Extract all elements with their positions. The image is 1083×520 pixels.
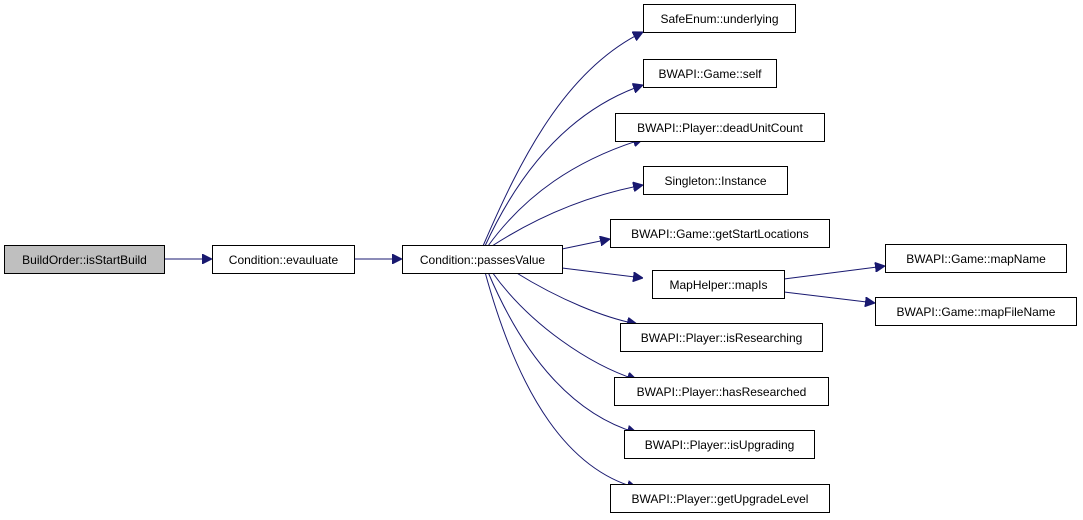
node-bwapi-player-deadunitcount[interactable]: BWAPI::Player::deadUnitCount [615, 113, 825, 142]
node-bwapi-game-mapfilename[interactable]: BWAPI::Game::mapFileName [875, 297, 1077, 326]
node-condition-passesvalue[interactable]: Condition::passesValue [402, 245, 563, 274]
edge-mapis-to-mapfile [783, 291, 875, 303]
edge-passes-to-mapis [561, 267, 643, 278]
node-label: BWAPI::Player::isUpgrading [644, 437, 795, 452]
node-label: BWAPI::Player::hasResearched [636, 384, 807, 399]
node-label: BWAPI::Player::deadUnitCount [637, 120, 803, 135]
edge-passes-to-isres [514, 271, 637, 324]
node-label: BuildOrder::isStartBuild [22, 252, 147, 267]
node-label: BWAPI::Game::mapFileName [896, 304, 1056, 319]
node-label: BWAPI::Game::getStartLocations [631, 226, 809, 241]
edge-passes-to-getupg [484, 271, 637, 488]
node-label: BWAPI::Game::mapName [906, 251, 1046, 266]
node-condition-evauluate[interactable]: Condition::evauluate [212, 245, 355, 274]
edge-passes-to-instance [491, 185, 643, 247]
node-bwapi-player-getupgradelevel[interactable]: BWAPI::Player::getUpgradeLevel [610, 484, 830, 513]
node-singleton-instance[interactable]: Singleton::Instance [643, 166, 788, 195]
node-label: Condition::evauluate [228, 252, 339, 267]
node-bwapi-game-self[interactable]: BWAPI::Game::self [643, 59, 777, 88]
node-bwapi-player-hasresearched[interactable]: BWAPI::Player::hasResearched [614, 377, 829, 406]
node-bwapi-player-isresearching[interactable]: BWAPI::Player::isResearching [620, 323, 823, 352]
node-label: SafeEnum::underlying [660, 11, 779, 26]
node-label: BWAPI::Player::getUpgradeLevel [631, 491, 809, 506]
node-label: Singleton::Instance [664, 173, 767, 188]
node-bwapi-game-getstartlocations[interactable]: BWAPI::Game::getStartLocations [610, 219, 830, 248]
node-maphelper-mapis[interactable]: MapHelper::mapIs [652, 270, 785, 299]
edge-passes-to-startloc [561, 239, 610, 250]
node-label: BWAPI::Player::isResearching [640, 330, 803, 345]
edge-passes-to-isupg [487, 271, 637, 433]
edge-passes-to-dead [487, 139, 643, 247]
node-safeenum-underlying[interactable]: SafeEnum::underlying [643, 4, 796, 33]
node-label: MapHelper::mapIs [669, 277, 768, 292]
node-buildorder-isstartbuild: BuildOrder::isStartBuild [4, 245, 165, 274]
edge-mapis-to-mapname [783, 266, 885, 280]
node-label: Condition::passesValue [419, 252, 546, 267]
node-bwapi-game-mapname[interactable]: BWAPI::Game::mapName [885, 244, 1067, 273]
node-label: BWAPI::Game::self [658, 66, 762, 81]
edge-passes-to-self [484, 85, 643, 247]
edge-passes-to-hasres [491, 271, 637, 380]
edge-passes-to-underlying [482, 32, 643, 247]
node-bwapi-player-isupgrading[interactable]: BWAPI::Player::isUpgrading [624, 430, 815, 459]
